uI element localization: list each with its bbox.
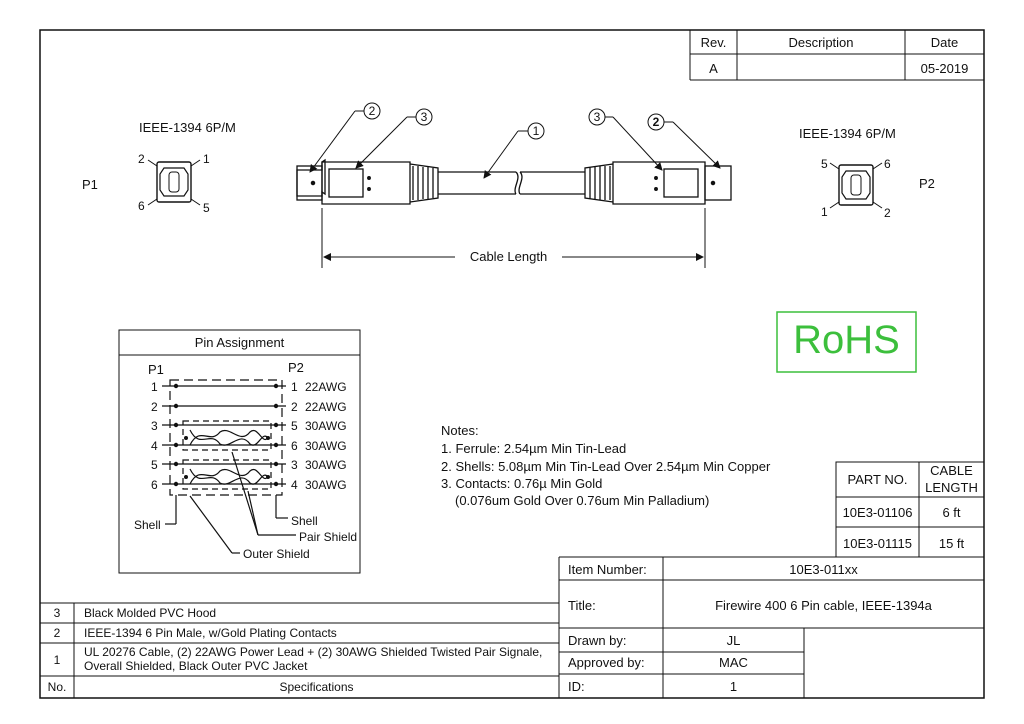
title-label: Title:: [568, 598, 596, 613]
title-value: Firewire 400 6 Pin cable, IEEE-1394a: [715, 598, 932, 613]
pin-assignment-title: Pin Assignment: [194, 335, 285, 350]
rohs-mark: RoHS: [793, 318, 900, 362]
title-block-grid: [558, 556, 984, 698]
part-no-header: PART NO.: [847, 472, 908, 487]
callout-2-right: 2: [652, 115, 660, 129]
callout-leaders: [309, 102, 721, 179]
spec-2-text: IEEE-1394 6 Pin Male, w/Gold Plating Con…: [84, 626, 337, 640]
right-pin-6: 6: [291, 439, 298, 453]
item-number-label: Item Number:: [568, 562, 647, 577]
drawn-by-label: Drawn by:: [568, 633, 627, 648]
part-row-2-length: 15 ft: [938, 536, 965, 551]
p2-connector-face: [829, 162, 883, 209]
part-row-2-no: 10E3-01115: [843, 536, 912, 551]
date-value: 05-2019: [920, 61, 969, 76]
right-pin-1: 1: [291, 380, 298, 394]
callout-1: 1: [532, 124, 540, 138]
note-1: 1. Ferrule: 2.54µm Min Tin-Lead: [441, 441, 627, 456]
pin-assignment-wiring: [162, 379, 296, 554]
specifications-grid: [40, 602, 559, 698]
p1-connector-face: [147, 159, 201, 206]
cable-length-header-1: CABLE: [930, 463, 973, 478]
note-2: 2. Shells: 5.08µm Min Tin-Lead Over 2.54…: [441, 459, 771, 474]
gauge-2: 22AWG: [305, 400, 347, 414]
drawing-frame: [39, 29, 985, 699]
p1-label: P1: [82, 177, 98, 192]
notes-title: Notes:: [441, 423, 479, 438]
left-pin-4: 4: [151, 439, 158, 453]
left-pin-2: 2: [151, 400, 158, 414]
p2-pin-bl: 1: [821, 205, 828, 219]
id-value: 1: [729, 679, 738, 694]
cable-length-header-2: LENGTH: [925, 480, 978, 495]
item-number-value: 10E3-011xx: [789, 562, 858, 577]
callout-3-right: 3: [593, 110, 601, 124]
shell-label-left: Shell: [134, 518, 161, 532]
gauge-6: 30AWG: [305, 478, 347, 492]
note-3-detail: (0.076um Gold Over 0.76um Min Palladium): [455, 493, 710, 508]
p2-pin-tl: 5: [821, 157, 828, 171]
left-pin-5: 5: [151, 458, 158, 472]
p1-pin-bl: 6: [138, 199, 145, 213]
spec-2-no: 2: [53, 626, 61, 640]
p2-type-label: IEEE-1394 6P/M: [799, 126, 896, 141]
spec-3-text: Black Molded PVC Hood: [84, 606, 217, 620]
cable-length-dimension: [321, 208, 706, 268]
p2-pin-tr: 6: [884, 157, 891, 171]
callout-3-left: 3: [420, 110, 428, 124]
part-row-1-length: 6 ft: [942, 505, 961, 520]
p1-pin-br: 5: [203, 201, 210, 215]
gauge-3: 30AWG: [305, 419, 347, 433]
p2-label: P2: [919, 176, 935, 191]
cable-length-label: Cable Length: [469, 249, 548, 264]
note-3: 3. Contacts: 0.76µ Min Gold: [441, 476, 603, 491]
spec-text-header: Specifications: [279, 680, 354, 694]
left-pin-3: 3: [151, 419, 158, 433]
date-header: Date: [930, 35, 959, 50]
spec-1-text-line2: Overall Shielded, Black Outer PVC Jacket: [84, 659, 308, 673]
p1-pin-tr: 1: [203, 152, 210, 166]
spec-3-no: 3: [53, 606, 61, 620]
gauge-1: 22AWG: [305, 380, 347, 394]
revision-table-grid: [689, 30, 984, 81]
cable-side-view: [296, 158, 732, 205]
id-label: ID:: [568, 679, 585, 694]
p2-pin-br: 2: [884, 206, 891, 220]
rohs-box: [776, 311, 917, 373]
rev-header: Rev.: [700, 35, 727, 50]
right-pin-2: 2: [291, 400, 298, 414]
gauge-5: 30AWG: [305, 458, 347, 472]
approved-by-label: Approved by:: [568, 655, 645, 670]
pin-p1-header: P1: [148, 362, 164, 377]
pin-p2-header: P2: [288, 360, 304, 375]
p1-pin-tl: 2: [138, 152, 145, 166]
approved-by-value: MAC: [719, 655, 748, 670]
part-row-1-no: 10E3-01106: [842, 505, 913, 520]
spec-1-no: 1: [53, 653, 61, 667]
right-pin-5: 5: [291, 419, 298, 433]
description-header: Description: [788, 35, 854, 50]
gauge-4: 30AWG: [305, 439, 347, 453]
drawn-by-value: JL: [726, 633, 741, 648]
spec-1-text-line1: UL 20276 Cable, (2) 22AWG Power Lead + (…: [84, 645, 543, 659]
p1-type-label: IEEE-1394 6P/M: [139, 120, 236, 135]
left-pin-6: 6: [151, 478, 158, 492]
spec-no-header: No.: [47, 680, 67, 694]
right-pin-4: 4: [291, 478, 298, 492]
shell-label-right: Shell: [291, 514, 318, 528]
right-pin-3: 3: [291, 458, 298, 472]
outer-shield-label: Outer Shield: [243, 547, 310, 561]
left-pin-1: 1: [151, 380, 158, 394]
callout-2-left: 2: [368, 104, 376, 118]
pin-assignment-box: [118, 329, 361, 574]
rev-value: A: [709, 61, 718, 76]
pair-shield-label: Pair Shield: [299, 530, 358, 544]
